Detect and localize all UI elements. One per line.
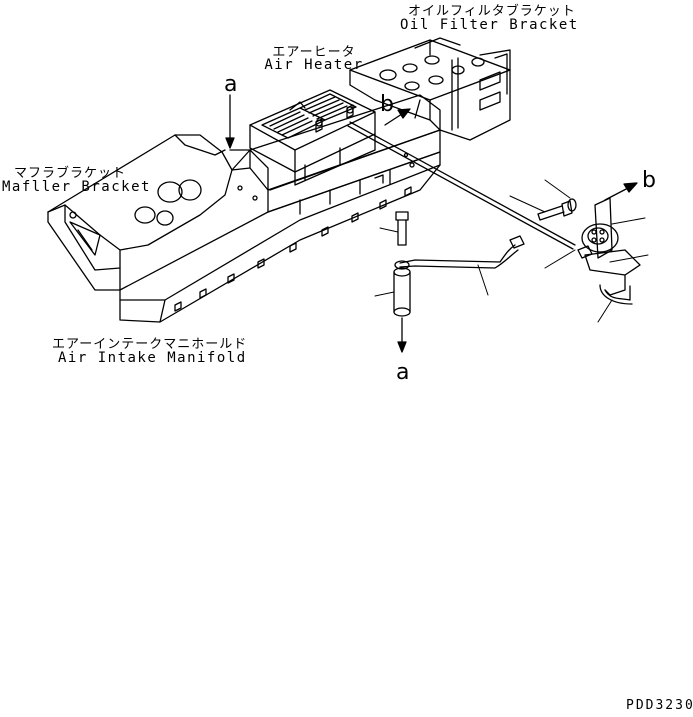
- air-intake-manifold-label-jp: エアーインテークマニホールド: [52, 337, 248, 352]
- air-intake-manifold-label-en: Air Intake Manifold: [58, 350, 247, 366]
- muffler-bracket-label-en: Mafller Bracket: [2, 179, 151, 195]
- arrow-b-right: [604, 182, 638, 201]
- heater-cable-drawing: [347, 121, 576, 270]
- drawing-code: PDD3230: [626, 698, 693, 713]
- ref-b-left: b: [380, 92, 394, 117]
- ref-a-bottom: a: [396, 360, 410, 385]
- oil-filter-bracket-drawing: [349, 37, 511, 141]
- arrow-b-left: [384, 108, 411, 126]
- spacer-drawing: [393, 267, 411, 317]
- ref-a-top: a: [224, 72, 238, 97]
- ref-b-right: b: [642, 168, 656, 193]
- bolt-drawing: [395, 211, 409, 246]
- oil-filter-bracket-label-jp: オイルフィルタブラケット: [408, 4, 576, 19]
- muffler-bracket-label-jp: マフラブラケット: [14, 166, 127, 181]
- air-heater-label-en: Air Heater: [264, 57, 364, 73]
- relay-assembly-drawing: [537, 197, 641, 305]
- arrow-a-bottom: [397, 317, 407, 353]
- air-intake-manifold-drawing: [119, 94, 441, 323]
- air-heater-label-jp: エアーヒータ: [272, 45, 356, 60]
- air-heater-drawing: [249, 89, 376, 186]
- oil-filter-bracket-label-en: Oil Filter Bracket: [400, 17, 579, 33]
- arrow-a-top: [225, 94, 235, 149]
- leader-lines: [374, 179, 649, 323]
- muffler-bracket-drawing: [47, 134, 269, 291]
